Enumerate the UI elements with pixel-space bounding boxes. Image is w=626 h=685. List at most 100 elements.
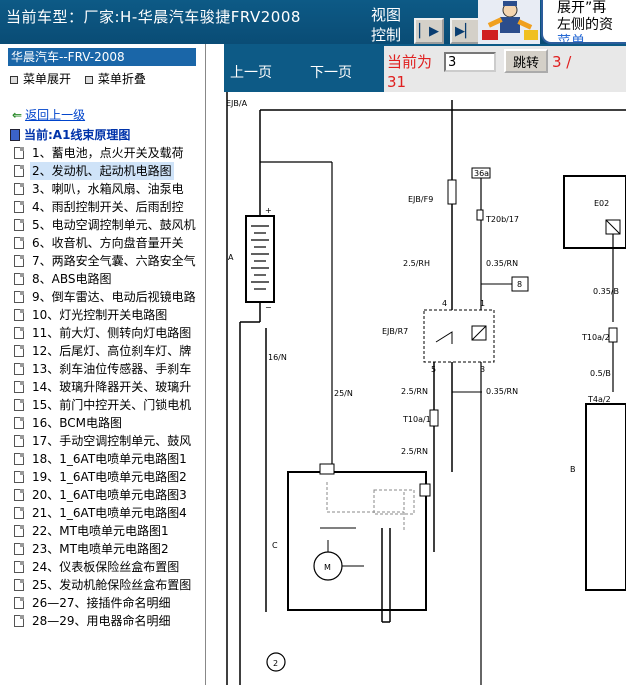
tree-item-label: 7、两路安全气囊、六路安全气 [32,254,196,268]
hint-box: 展开”再 左侧的资 菜单 [541,0,626,44]
view-label: 视图 [371,6,402,24]
tree-item-label: 22、MT电喷单元电路图1 [32,524,169,538]
label-pin3: 3 [480,365,485,374]
document-icon [14,543,24,555]
tree-item-label: 26—27、接插件命名明细 [32,596,171,610]
current-folder: 当前:A1线束原理图 [10,126,130,143]
sidebar: 华晨汽车--FRV-2008 菜单展开 菜单折叠 ⇐返回上一级 当前:A1线束原… [0,44,206,685]
page-total: 31 [387,73,407,91]
document-icon [14,597,24,609]
next-page-button[interactable]: 下一页 [310,65,352,81]
document-icon [14,237,24,249]
back-link[interactable]: ⇐返回上一级 [12,106,85,123]
label-035rn: 0.35/RN [486,259,518,268]
expand-sidebar-button[interactable]: ▶▏ [450,18,480,44]
document-icon [14,147,24,159]
tree-item-label: 20、1_6AT电喷单元电路图3 [32,488,187,502]
page-number-input[interactable] [444,52,496,72]
square-icon [10,75,18,84]
document-icon [14,615,24,627]
current-page-label: 当前为 [387,53,433,71]
svg-text:−: − [265,303,272,312]
book-icon [10,129,20,141]
hint-line: 左侧的资 [557,17,613,33]
back-arrow-icon: ⇐ [12,108,23,122]
tree-item[interactable]: 25、发动机舱保险丝盒布置图 [14,576,205,594]
tree-item[interactable]: 1、蓄电池，点火开关及载荷 [14,144,205,162]
label-035b: 0.35/B [593,287,619,296]
menu-expand-button[interactable]: 菜单展开 [10,70,71,87]
tree-item[interactable]: 7、两路安全气囊、六路安全气 [14,252,205,270]
tree-item[interactable]: 10、灯光控制开关电路图 [14,306,205,324]
mascot-icon [478,0,540,44]
collapse-sidebar-button[interactable]: ▏▶ [414,18,444,44]
top-header: 当前车型：厂家:H-华晨汽车骏捷FRV2008 视图 控制 ▏▶ ▶▏ 展开”再… [0,0,626,44]
tree-item[interactable]: 15、前门中控开关、门锁电机 [14,396,205,414]
tree-item-label: 23、MT电喷单元电路图2 [32,542,169,556]
tree-item[interactable]: 17、手动空调控制单元、鼓风 [14,432,205,450]
tree-item[interactable]: 26—27、接插件命名明细 [14,594,205,612]
tree-item-label: 16、BCM电路图 [32,416,123,430]
tree-item[interactable]: 8、ABS电路图 [14,270,205,288]
tree-item-label: 25、发动机舱保险丝盒布置图 [32,578,192,592]
sidebar-header: 华晨汽车--FRV-2008 [8,48,196,66]
tree-item[interactable]: 28—29、用电器命名明细 [14,612,205,630]
label-25rn-b: 2.5/RN [401,447,428,456]
document-icon [14,309,24,321]
label-t4a2: T4a/2 [587,395,611,404]
tree-item[interactable]: 13、刹车油位传感器、手刹车 [14,360,205,378]
document-icon [14,327,24,339]
tree-item-label: 24、仪表板保险丝盒布置图 [32,560,180,574]
document-icon [14,201,24,213]
square-icon [84,75,93,84]
label-pin1: 1 [480,299,485,308]
tree-item-label: 17、手动空调控制单元、鼓风 [32,434,192,448]
tree-item[interactable]: 2、发动机、起动机电路图 [14,162,205,180]
document-icon [14,525,24,537]
tree-item[interactable]: 12、后尾灯、高位刹车灯、牌 [14,342,205,360]
label-ejbr7: EJB/R7 [382,327,408,336]
tree-item[interactable]: 16、BCM电路图 [14,414,205,432]
menu-controls: 菜单展开 菜单折叠 [10,70,156,87]
menu-expand-label: 菜单展开 [23,72,72,86]
tree-item-label: 3、喇叭，水箱风扇、油泵电 [32,182,184,196]
menu-collapse-button[interactable]: 菜单折叠 [84,70,146,87]
splitter[interactable] [207,44,224,685]
svg-text:+: + [265,206,272,215]
label-m: M [324,563,331,572]
tree-item-label: 5、电动空调控制单元、鼓风机 [32,218,196,232]
label-c: C [272,541,278,550]
tree-item-label: 15、前门中控开关、门锁电机 [32,398,192,412]
document-icon [14,345,24,357]
label-e02: E02 [594,199,609,208]
tree-item-label: 2、发动机、起动机电路图 [30,162,174,180]
page-total: 3 / [552,53,572,71]
label-05b: 0.5/B [590,369,611,378]
tree-item[interactable]: 9、倒车雷达、电动后视镜电路 [14,288,205,306]
tree-item[interactable]: 19、1_6AT电喷单元电路图2 [14,468,205,486]
tree-item[interactable]: 18、1_6AT电喷单元电路图1 [14,450,205,468]
tree-item[interactable]: 6、收音机、方向盘音量开关 [14,234,205,252]
tree-item[interactable]: 23、MT电喷单元电路图2 [14,540,205,558]
tree-item[interactable]: 5、电动空调控制单元、鼓风机 [14,216,205,234]
label-25rh: 2.5/RH [403,259,430,268]
tree-item[interactable]: 14、玻璃升降器开关、玻璃升 [14,378,205,396]
label-25rn-a: 2.5/RN [401,387,428,396]
prev-page-button[interactable]: 上一页 [230,65,272,81]
label-t10a2: T10a/2 [581,333,610,342]
tree-item-label: 11、前大灯、侧转向灯电路图 [32,326,192,340]
label-ejba: EJB/A [226,99,248,108]
tree-item[interactable]: 11、前大灯、侧转向灯电路图 [14,324,205,342]
tree-item[interactable]: 21、1_6AT电喷单元电路图4 [14,504,205,522]
label-pin4: 4 [442,299,447,308]
document-icon [14,435,24,447]
document-icon [14,561,24,573]
jump-button[interactable]: 跳转 [504,49,548,73]
tree-item[interactable]: 22、MT电喷单元电路图1 [14,522,205,540]
tree-item[interactable]: 24、仪表板保险丝盒布置图 [14,558,205,576]
tree-item[interactable]: 4、雨刮控制开关、后雨刮控 [14,198,205,216]
document-icon [14,417,24,429]
tree-item-label: 18、1_6AT电喷单元电路图1 [32,452,187,466]
tree-item[interactable]: 20、1_6AT电喷单元电路图3 [14,486,205,504]
tree-item[interactable]: 3、喇叭，水箱风扇、油泵电 [14,180,205,198]
